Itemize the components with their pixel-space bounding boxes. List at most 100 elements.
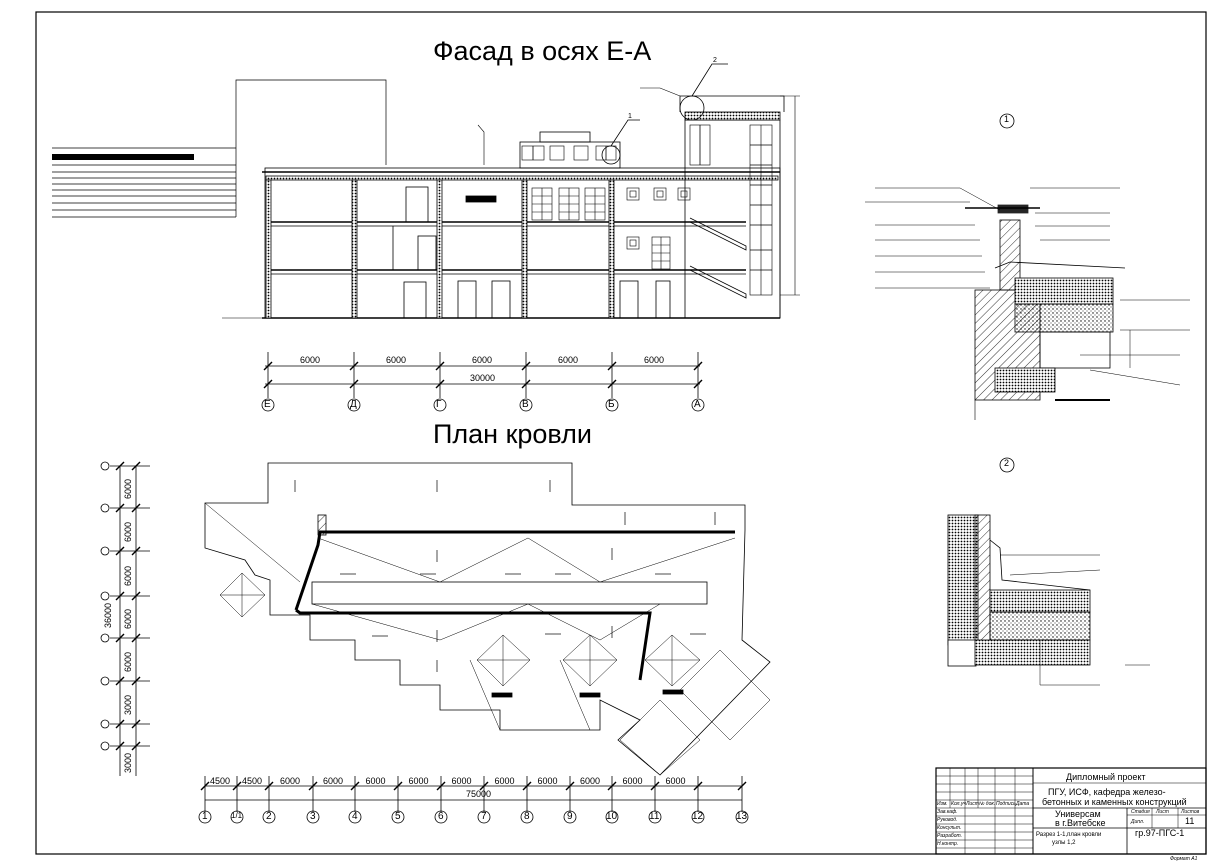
roof-tick — [479, 781, 489, 791]
tb-stage: Дипл. — [1131, 819, 1145, 825]
roof-tick — [522, 781, 532, 791]
node-1-detail — [865, 113, 1190, 420]
tb-column-header: Дата — [1016, 801, 1030, 807]
facade-axis-label: Д — [350, 399, 357, 410]
facade-span-3: 6000 — [472, 355, 493, 365]
roof-axis-bubble — [230, 810, 244, 824]
left-axis-bubble — [100, 546, 110, 556]
tb-sheets-header: Листов — [1181, 809, 1200, 815]
roof-axis-label: 12 — [692, 811, 704, 822]
roof-axis-bubble — [262, 810, 276, 824]
roof-tick — [436, 781, 446, 791]
left-axis-bubble — [100, 461, 110, 471]
facade-axis-label: Г — [436, 399, 442, 410]
facade-axis-label: В — [522, 399, 529, 410]
left-tick — [115, 591, 125, 601]
roof-span-label: 4500 — [242, 776, 263, 786]
sheet-frame — [35, 11, 1207, 855]
facade-tick — [435, 361, 445, 371]
left-tick — [115, 741, 125, 751]
left-axis-bubble — [100, 503, 110, 513]
roof-dimensions-left — [100, 461, 150, 776]
left-tick — [131, 591, 141, 601]
left-axis-bubble — [100, 676, 110, 686]
roof-axis-bubble — [306, 810, 320, 824]
facade-tick — [349, 361, 359, 371]
facade-elevation — [52, 63, 800, 319]
left-tick — [131, 741, 141, 751]
facade-tick — [263, 361, 273, 371]
tb-role-label: Консульт. — [937, 825, 962, 831]
facade-axis-bubble — [519, 398, 533, 412]
roof-axis-label: 1 — [202, 811, 208, 822]
tb-org-line2: бетонных и каменных конструкций — [1042, 797, 1187, 807]
roof-total: 75000 — [466, 789, 492, 799]
tb-org-line1: ПГУ, ИСФ, кафедра железо- — [1048, 787, 1166, 797]
roof-span-label: 6000 — [408, 776, 429, 786]
callout-2: 2 — [713, 57, 717, 64]
left-span-label: 6000 — [123, 608, 133, 629]
left-axis-bubble — [100, 719, 110, 729]
left-tick — [131, 546, 141, 556]
tb-sheets: 11 — [1185, 816, 1195, 826]
facade-tick — [521, 361, 531, 371]
roof-span-label: 6000 — [451, 776, 472, 786]
left-span-label: 6000 — [123, 651, 133, 672]
tb-format: Формат А1 — [1170, 856, 1198, 862]
facade-tick — [607, 379, 617, 389]
roof-axis-label: 7 — [481, 811, 487, 822]
left-tick — [115, 461, 125, 471]
tb-sheet-title-line1: Разрез 1-1,план кровли — [1036, 832, 1102, 838]
left-total: 36000 — [103, 602, 113, 628]
roof-span-label: 6000 — [365, 776, 386, 786]
facade-axis-bubble — [261, 398, 275, 412]
facade-axis-bubble — [605, 398, 619, 412]
left-tick — [115, 676, 125, 686]
roof-span-label: 6000 — [580, 776, 601, 786]
facade-tick — [693, 361, 703, 371]
roof-tick — [393, 781, 403, 791]
roof-tick — [737, 781, 747, 791]
roof-tick — [650, 781, 660, 791]
left-span-label: 6000 — [123, 565, 133, 586]
left-tick — [131, 719, 141, 729]
roof-plan — [204, 462, 771, 776]
roof-span-label: 6000 — [622, 776, 643, 786]
facade-axis-label: Б — [608, 399, 615, 410]
facade-axis-bubble — [347, 398, 361, 412]
roof-span-label: 6000 — [665, 776, 686, 786]
left-tick — [115, 719, 125, 729]
left-span-label: 3000 — [123, 752, 133, 773]
left-span-label: 3000 — [123, 694, 133, 715]
facade-tick — [435, 379, 445, 389]
tb-role-label: Н.контр. — [937, 841, 959, 847]
node-2-marker: 2 — [1004, 458, 1010, 468]
callout-1: 1 — [628, 113, 632, 120]
roof-axis-label: 3 — [310, 811, 316, 822]
tb-building-line1: Универсам — [1055, 809, 1101, 819]
roof-axis-bubble — [477, 810, 491, 824]
left-tick — [131, 633, 141, 643]
roof-axis-label: 2 — [266, 811, 272, 822]
facade-tick — [521, 379, 531, 389]
left-tick — [115, 503, 125, 513]
facade-tick — [263, 379, 273, 389]
roof-tick — [308, 781, 318, 791]
facade-span-5: 6000 — [644, 355, 665, 365]
facade-axis-bubble — [433, 398, 447, 412]
roof-axis-bubble — [198, 810, 212, 824]
left-tick — [115, 633, 125, 643]
facade-span-2: 6000 — [386, 355, 407, 365]
roof-axis-label: 1/1 — [231, 811, 243, 820]
roof-axis-label: 13 — [736, 811, 748, 822]
left-span-label: 6000 — [123, 478, 133, 499]
facade-span-1: 6000 — [300, 355, 321, 365]
facade-title: Фасад в осях Е-А — [433, 36, 652, 66]
roof-axis-bubble — [691, 810, 705, 824]
roof-axis-bubble — [648, 810, 662, 824]
tb-project: Дипломный проект — [1066, 772, 1146, 782]
roof-axis-bubble — [391, 810, 405, 824]
left-axis-bubble — [100, 591, 110, 601]
left-span-label: 6000 — [123, 521, 133, 542]
